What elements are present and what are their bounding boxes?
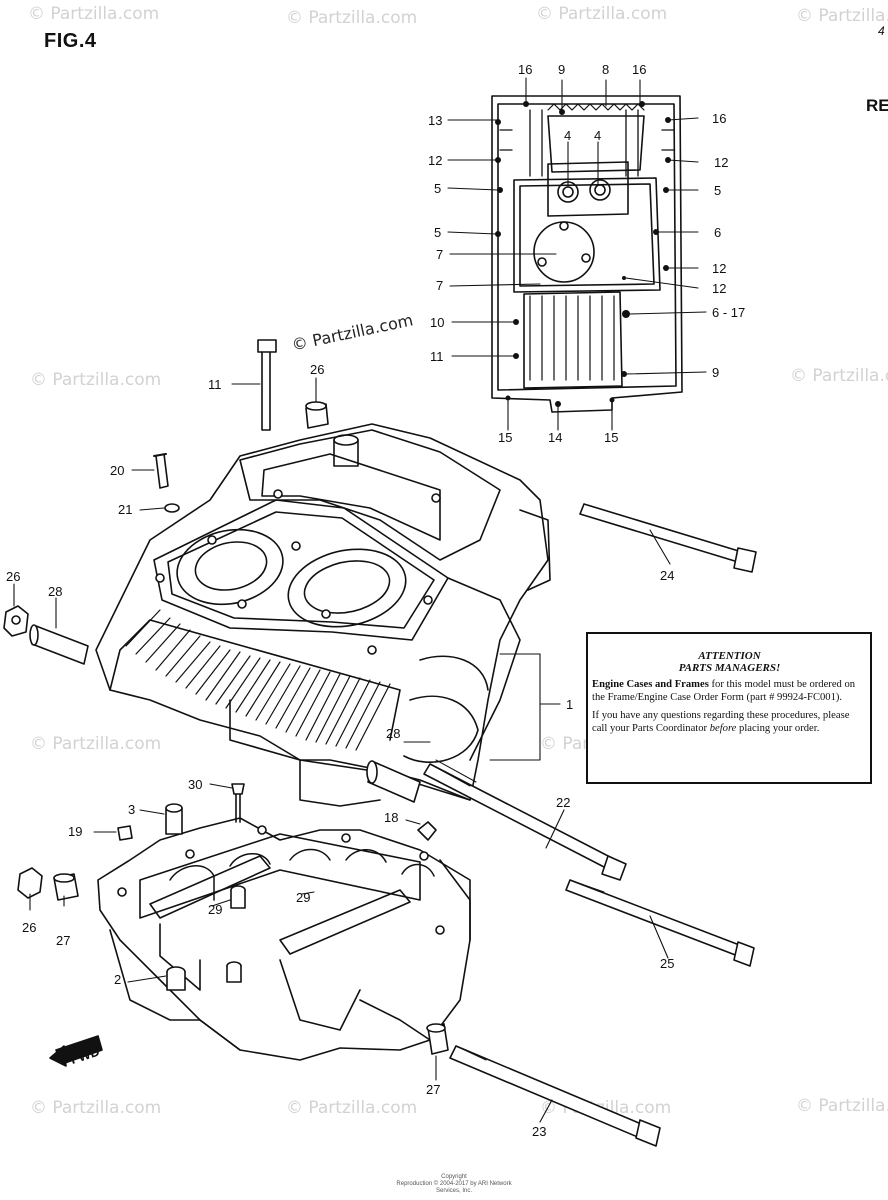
notice-text: If you have any questions regarding thes… [592, 709, 850, 735]
callout: 6 - 17 [712, 305, 745, 320]
callout: 12 [714, 155, 728, 170]
watermark: © Partzilla.com [790, 366, 888, 386]
watermark: © Partzilla.com [796, 6, 888, 26]
footer-line: Reproduction © 2004-2017 by ARI Network … [396, 1181, 512, 1194]
watermark: © Partzilla.com [28, 4, 160, 24]
lower-crankcase [97, 817, 471, 1061]
callout: 16 [518, 62, 532, 77]
callout: 11 [208, 377, 222, 392]
bolt-22 [423, 759, 627, 881]
watermark: © Partzilla.com [536, 4, 668, 24]
callout: 6 [714, 225, 721, 240]
pipe-28-mid [366, 760, 421, 803]
pipe-28-left [29, 624, 89, 665]
callout: 20 [110, 463, 124, 478]
callout: 4 [594, 128, 601, 143]
watermark: © Partzilla.com [796, 1096, 888, 1116]
watermark: © Partzilla.com [286, 8, 418, 28]
callout: 26 [310, 362, 324, 377]
bolt-24 [579, 503, 757, 573]
upper-crankcase [95, 423, 551, 807]
notice-bold: Engine Cases and Frames [592, 679, 709, 690]
watermark: © Partzilla.com [30, 734, 162, 754]
edge-label: RE [866, 96, 888, 115]
callout: 15 [604, 430, 618, 445]
callout: 19 [68, 824, 82, 839]
callout: 16 [632, 62, 646, 77]
bolt-23 [449, 1045, 661, 1147]
watermark: © Partzilla.com [30, 370, 162, 390]
callout: 28 [386, 726, 400, 741]
callout: 1 [566, 697, 573, 712]
figure-label: FIG.4 [44, 30, 97, 52]
bolt-25 [565, 879, 755, 967]
parts-managers-notice: ATTENTION PARTS MANAGERS! Engine Cases a… [586, 632, 872, 784]
stud-18 [417, 821, 437, 841]
callout: 8 [602, 62, 609, 77]
callout: 26 [6, 569, 20, 584]
callout: 29 [296, 890, 310, 905]
callout: 2 [114, 972, 121, 987]
notice-heading-2: PARTS MANAGERS! [678, 662, 781, 674]
edge-mark: 4 [878, 24, 885, 38]
callout: 27 [426, 1082, 440, 1097]
callout-labels: 16 9 8 16 13 16 4 4 12 12 5 5 5 6 7 12 7… [6, 62, 745, 1139]
callout: 12 [712, 261, 726, 276]
notice-text: for this model must be ordered on the Fr… [592, 679, 856, 704]
dowel-3 [165, 803, 183, 835]
notice-text: placing your order. [739, 723, 820, 735]
callout: 28 [48, 584, 62, 599]
callout: 23 [532, 1124, 546, 1139]
callout: 5 [434, 181, 441, 196]
callout: 25 [660, 956, 674, 971]
callout: 13 [428, 113, 442, 128]
bolt-11 [257, 339, 277, 431]
nut-26-lower [17, 867, 43, 899]
callout: 30 [188, 777, 202, 792]
footer-line: Copyright [441, 1174, 467, 1180]
notice-paragraph-2: If you have any questions regarding thes… [592, 709, 867, 736]
callout: 29 [208, 902, 222, 917]
callout: 15 [498, 430, 512, 445]
notice-heading: ATTENTION [698, 650, 761, 662]
notice-emphasis: before [709, 723, 737, 735]
collar-27-lower [426, 1023, 449, 1055]
callout: 12 [712, 281, 726, 296]
copyright-footer: Copyright Reproduction © 2004-2017 by AR… [384, 1174, 524, 1195]
oil-pan [491, 95, 683, 413]
callout: 24 [660, 568, 674, 583]
callout: 26 [22, 920, 36, 935]
bolt-30 [231, 783, 245, 823]
callout: 7 [436, 278, 443, 293]
callout: 16 [712, 111, 726, 126]
callout: 12 [428, 153, 442, 168]
plug-19 [117, 825, 133, 841]
callout: 11 [430, 349, 444, 364]
watermark: © Partzilla.com [30, 1098, 162, 1118]
callout: 10 [430, 315, 444, 330]
callout: 14 [548, 430, 562, 445]
leader-lines [13, 77, 707, 1123]
callout: 3 [128, 802, 135, 817]
callout: 7 [436, 247, 443, 262]
collar-26-top [305, 401, 329, 429]
callout: 9 [712, 365, 719, 380]
collar-27-left [53, 873, 79, 901]
callout: 18 [384, 810, 398, 825]
callout: 9 [558, 62, 565, 77]
watermark: © Partzilla.com [286, 1098, 418, 1118]
notice-paragraph-1: Engine Cases and Frames for this model m… [592, 678, 867, 705]
fwd-arrow-icon [49, 1035, 103, 1067]
callout: 5 [714, 183, 721, 198]
washer-21 [164, 503, 180, 513]
callout: 22 [556, 795, 570, 810]
callout: 21 [118, 502, 132, 517]
fitting-20 [153, 453, 169, 489]
nut-26-left [3, 605, 29, 637]
callout: 5 [434, 225, 441, 240]
callout: 27 [56, 933, 70, 948]
callout: 4 [564, 128, 571, 143]
